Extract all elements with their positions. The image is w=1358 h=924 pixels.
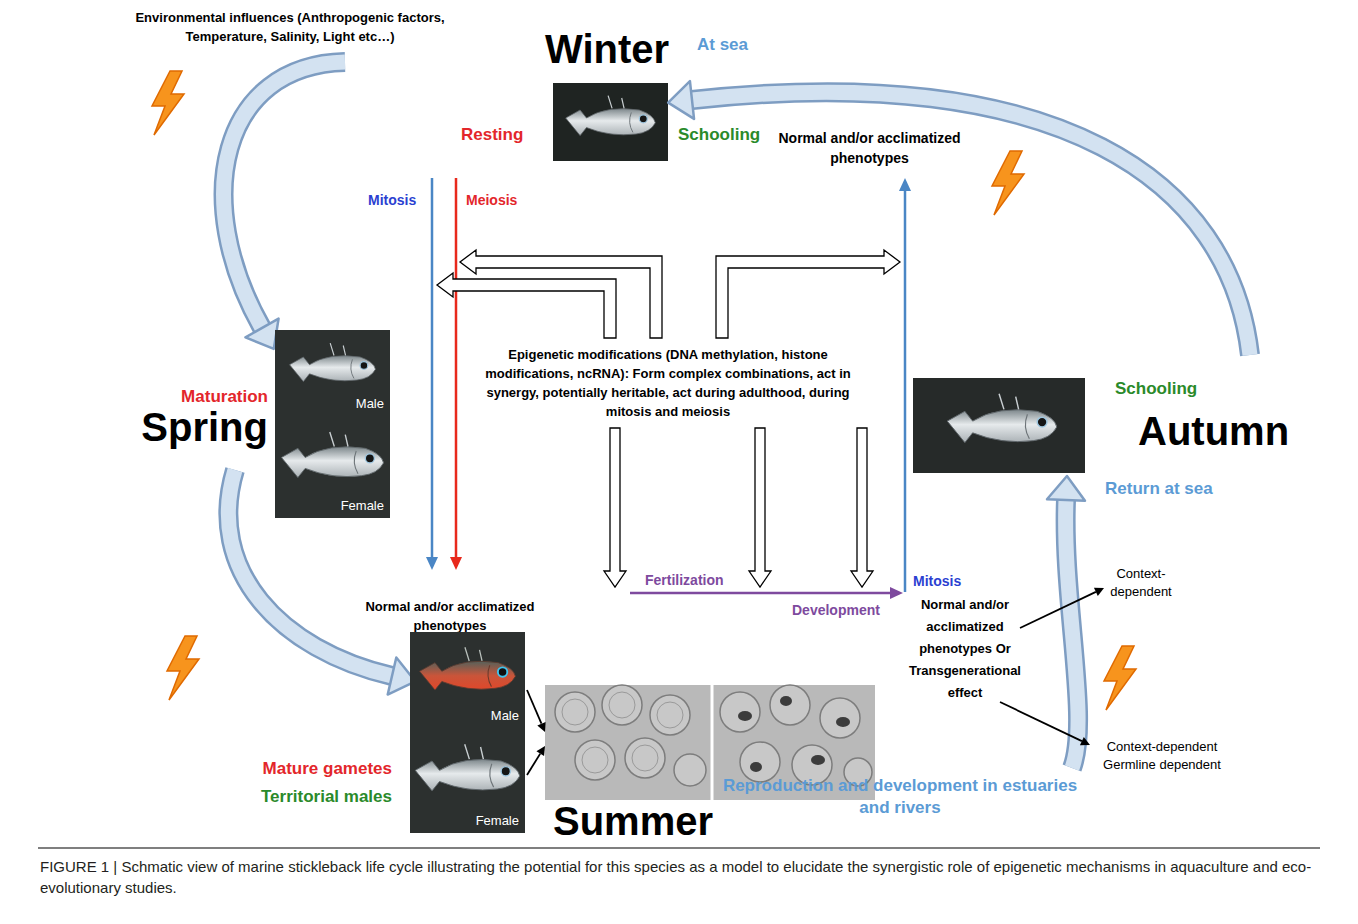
habitat-label: Reproduction and development in estuarie…	[720, 775, 1080, 819]
lightning-symbol	[992, 151, 1024, 215]
stage-label: Maturation	[118, 386, 268, 408]
effect-note: Context-dependent	[1102, 565, 1180, 601]
hollow-arrow	[437, 273, 616, 338]
behaviour-label: Territorial males	[212, 786, 392, 808]
phenotype-note: Normal and/or acclimatized phenotypes	[772, 128, 967, 168]
arrow-head	[537, 722, 545, 732]
process-label: Development	[792, 601, 880, 619]
pointer-arrow	[527, 690, 541, 724]
hollow-arrow	[460, 250, 662, 338]
development-line	[630, 592, 890, 595]
cycle-arrow-head	[1047, 476, 1085, 501]
cycle-arrow	[692, 92, 1250, 355]
season-label: Winter	[545, 26, 669, 72]
process-label: Meiosis	[466, 191, 517, 209]
process-label: Mitosis	[913, 572, 961, 590]
process-label: Fertilization	[645, 571, 724, 589]
winter-photo	[553, 83, 668, 161]
fish-figure	[566, 96, 656, 136]
stage-label: Resting	[461, 124, 523, 146]
behaviour-label: Schooling	[1115, 378, 1197, 400]
habitat-label: Return at sea	[1105, 478, 1213, 500]
stage-label: Mature gametes	[212, 758, 392, 780]
arrow-head	[426, 557, 438, 570]
pointer-arrow	[527, 754, 540, 775]
lightning-symbol	[167, 636, 199, 700]
caption-rule	[38, 847, 1320, 848]
mitosis-line	[904, 191, 907, 592]
fish-photo: Female	[275, 416, 390, 518]
mitosis-line	[431, 178, 434, 557]
cycle-arrow	[224, 62, 345, 328]
hollow-arrow	[604, 428, 626, 587]
hollow-arrow	[851, 428, 873, 587]
cycle-arrow	[1066, 500, 1078, 768]
figure-caption: FIGURE 1 | Schmatic view of marine stick…	[40, 856, 1325, 898]
season-label: Summer	[553, 798, 713, 844]
cycle-arrow	[1066, 500, 1078, 768]
effect-note: Context-dependent Germline dependent	[1092, 738, 1232, 774]
phenotype-note: Normal and/or acclimatized phenotypes Or…	[898, 594, 1032, 704]
meiosis-line	[455, 178, 458, 557]
lightning-symbol	[1104, 646, 1136, 710]
environment-note: Environmental influences (Anthropogenic …	[120, 8, 460, 46]
arrow-head	[890, 587, 903, 599]
arrow-head	[450, 557, 462, 570]
cycle-arrow-head	[245, 319, 278, 349]
arrow-head	[899, 178, 911, 191]
arrow-head	[536, 746, 545, 756]
sex-label: Male	[491, 708, 519, 724]
behaviour-label: Schooling	[678, 124, 760, 146]
hollow-arrow	[716, 250, 900, 338]
epigenetics-note: Epigenetic modifications (DNA methylatio…	[468, 345, 868, 421]
sex-label: Female	[341, 498, 384, 514]
sex-label: Male	[356, 396, 384, 412]
season-label: Autumn	[1138, 408, 1289, 454]
cycle-arrow-head	[668, 81, 694, 119]
fish-figure	[947, 394, 1057, 443]
arrow-head	[1080, 737, 1090, 745]
autumn-photo	[913, 378, 1085, 473]
lightning-symbol	[152, 71, 184, 135]
season-label: Spring	[98, 404, 268, 450]
pointer-arrow	[1000, 702, 1082, 741]
pointer-arrow	[1020, 592, 1096, 628]
hollow-arrow	[749, 428, 771, 587]
phenotype-note: Normal and/or acclimatized phenotypes	[358, 597, 542, 635]
sex-label: Female	[476, 813, 519, 829]
fish-photo: Male	[275, 330, 390, 416]
habitat-label: At sea	[697, 34, 748, 56]
fish-photo: Female	[410, 728, 525, 833]
process-label: Mitosis	[368, 191, 416, 209]
cycle-arrow	[224, 62, 345, 328]
arrow-head	[1094, 588, 1104, 596]
cycle-arrow	[692, 92, 1250, 355]
fish-photo: Male	[410, 632, 525, 728]
